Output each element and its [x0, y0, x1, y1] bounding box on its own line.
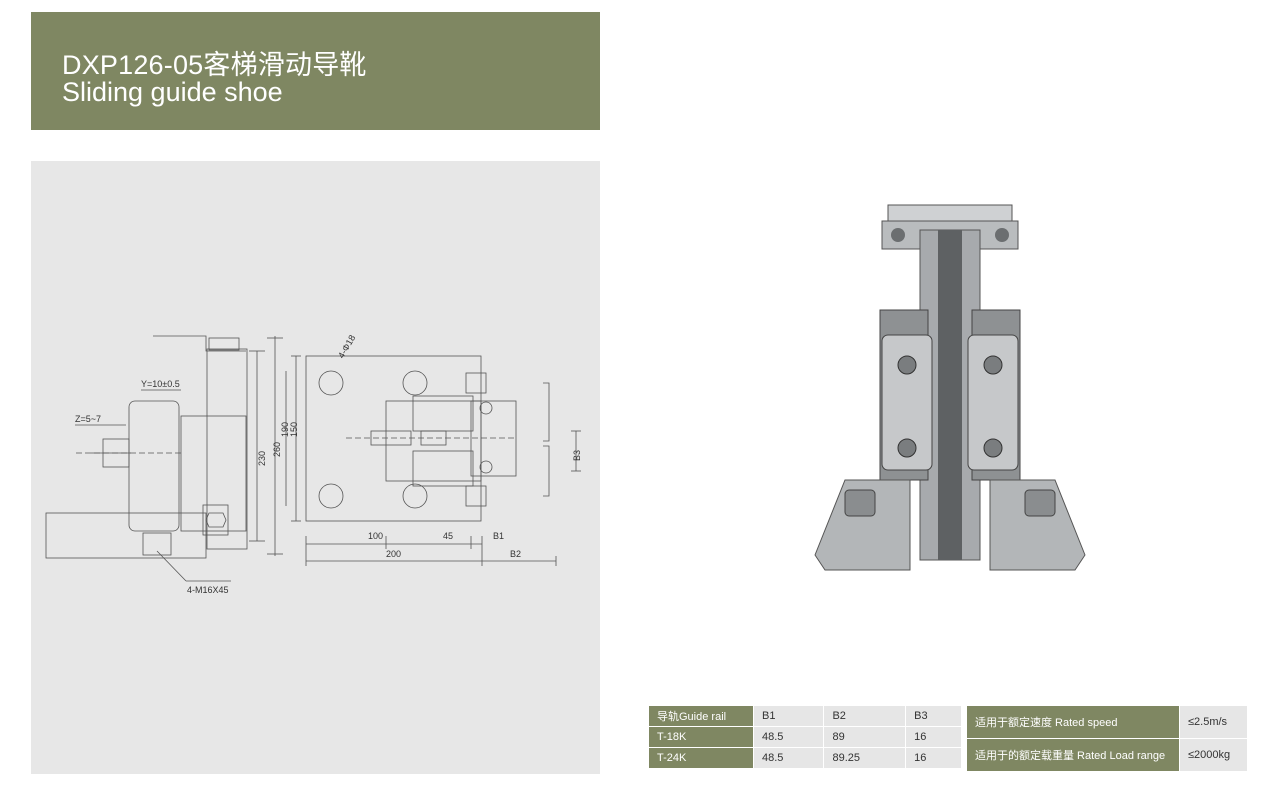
product-title-cn: DXP126-05客梯滑动导靴 — [62, 50, 367, 80]
rated-load-value: ≤2000kg — [1179, 738, 1248, 772]
value-cell: 16 — [905, 747, 962, 769]
label-b1: B1 — [493, 531, 504, 541]
label-z-offset: Z=5~7 — [75, 414, 101, 424]
table-row: 适用于的额定载重量 Rated Load range ≤2000kg — [966, 738, 1248, 772]
label-y-offset: Y=10±0.5 — [141, 379, 180, 389]
rail-type-cell: T-18K — [648, 726, 754, 748]
label-bolt: 4-M16X45 — [187, 585, 229, 595]
rated-speed-value: ≤2.5m/s — [1179, 705, 1248, 739]
label-150: 150 — [289, 422, 299, 437]
header-cell: B3 — [905, 705, 962, 727]
value-cell: 89 — [823, 726, 907, 748]
rated-speed-label: 适用于额定速度 Rated speed — [966, 705, 1180, 739]
label-230: 230 — [257, 451, 267, 466]
dimension-labels: 4-Φ18 Y=10±0.5 Z=5~7 230 260 190 150 100… — [75, 333, 582, 595]
header-cell: 导轨Guide rail — [648, 705, 754, 727]
value-cell: 16 — [905, 726, 962, 748]
value-cell: 48.5 — [752, 747, 825, 769]
table-row: T-18K 48.5 89 16 — [648, 726, 962, 748]
drawing-svg: 4-Φ18 Y=10±0.5 Z=5~7 230 260 190 150 100… — [45, 333, 582, 595]
label-200: 200 — [386, 549, 401, 559]
guide-rail-table: 导轨Guide rail B1 B2 B3 T-18K 48.5 89 16 T… — [648, 705, 962, 769]
rail-type-cell: T-24K — [648, 747, 754, 769]
table-row: T-24K 48.5 89.25 16 — [648, 747, 962, 769]
title-band: DXP126-05客梯滑动导靴 Sliding guide shoe — [31, 12, 600, 130]
label-b3: B3 — [572, 450, 582, 461]
label-260: 260 — [272, 442, 282, 457]
side-view — [45, 335, 283, 582]
product-title-en: Sliding guide shoe — [62, 77, 283, 107]
guide-shoe-photo — [814, 204, 1086, 571]
table-row: 适用于额定速度 Rated speed ≤2.5m/s — [966, 705, 1248, 739]
value-cell: 89.25 — [823, 747, 907, 769]
rated-load-label: 适用于的额定载重量 Rated Load range — [966, 738, 1180, 772]
label-b2: B2 — [510, 549, 521, 559]
value-cell: 48.5 — [752, 726, 825, 748]
label-45: 45 — [443, 531, 453, 541]
header-cell: B1 — [752, 705, 825, 727]
label-100: 100 — [368, 531, 383, 541]
front-view — [285, 355, 581, 566]
label-190: 190 — [280, 422, 290, 437]
technical-drawing: 4-Φ18 Y=10±0.5 Z=5~7 230 260 190 150 100… — [31, 161, 600, 774]
table-header-row: 导轨Guide rail B1 B2 B3 — [648, 705, 962, 727]
rating-table: 适用于额定速度 Rated speed ≤2.5m/s 适用于的额定载重量 Ra… — [966, 705, 1248, 772]
header-cell: B2 — [823, 705, 907, 727]
